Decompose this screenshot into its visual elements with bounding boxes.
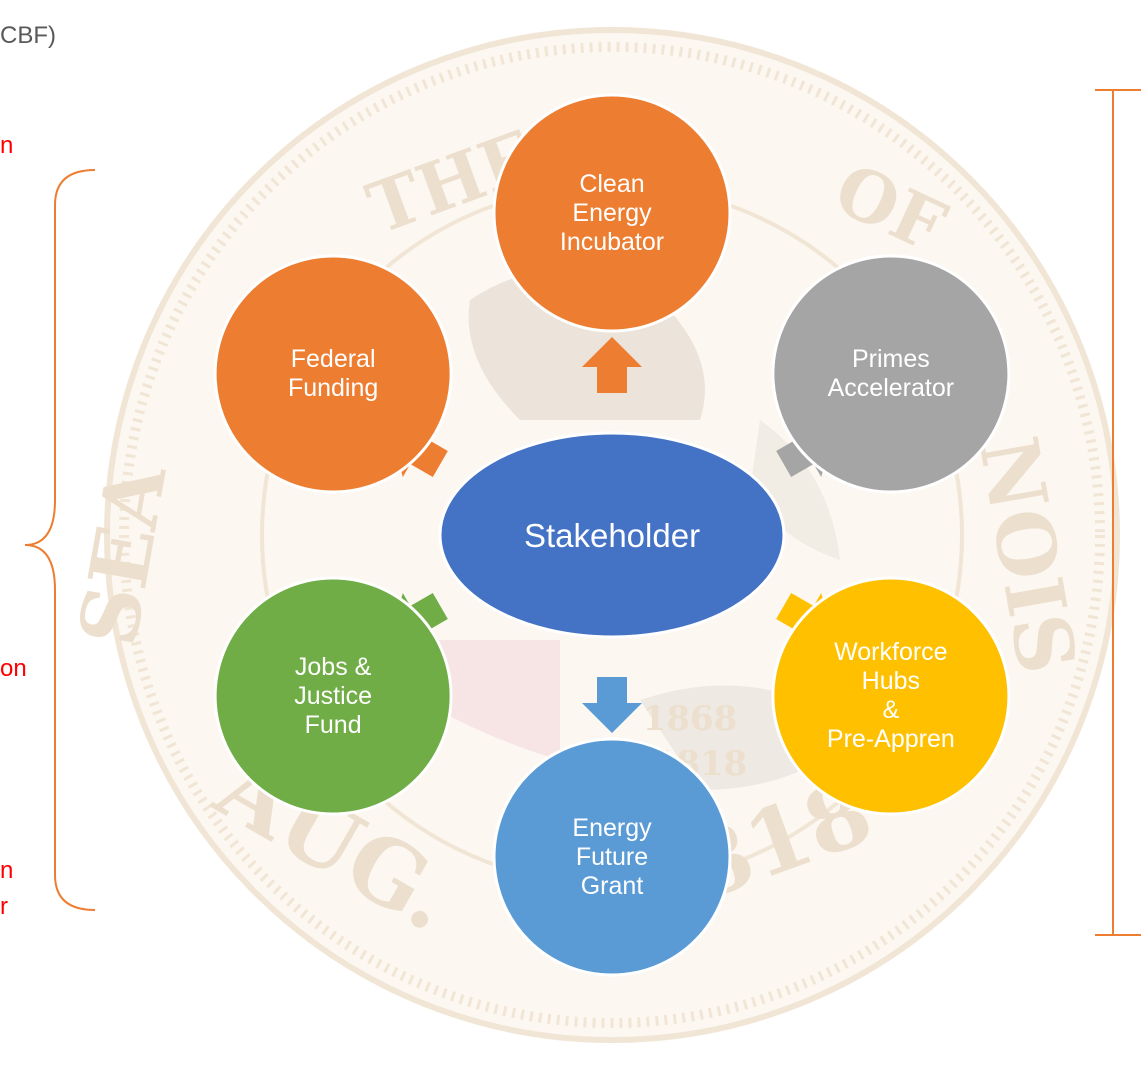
- jobs-justice-fund-circle: [213, 576, 453, 816]
- left-bracket: [24, 169, 96, 911]
- stakeholder-hub: [438, 431, 786, 639]
- seal-text: 1868: [643, 699, 738, 739]
- clipped-text-fragment-1: n: [0, 132, 14, 159]
- clipped-text-fragment-2: on: [0, 655, 27, 682]
- energy-future-grant-arrow: [582, 677, 642, 733]
- clipped-text-fragment-3: n: [0, 857, 14, 884]
- federal-funding-circle: [213, 254, 453, 494]
- right-bracket: [1095, 89, 1141, 936]
- clipped-heading-fragment: CBF): [0, 22, 56, 49]
- energy-future-grant-circle: [492, 737, 732, 977]
- clean-energy-incubator-arrow: [582, 337, 642, 393]
- clean-energy-incubator-circle: [492, 93, 732, 333]
- primes-accelerator-circle: [771, 254, 1011, 494]
- clipped-text-fragment-4: r: [0, 893, 8, 920]
- workforce-hubs-circle: [771, 576, 1011, 816]
